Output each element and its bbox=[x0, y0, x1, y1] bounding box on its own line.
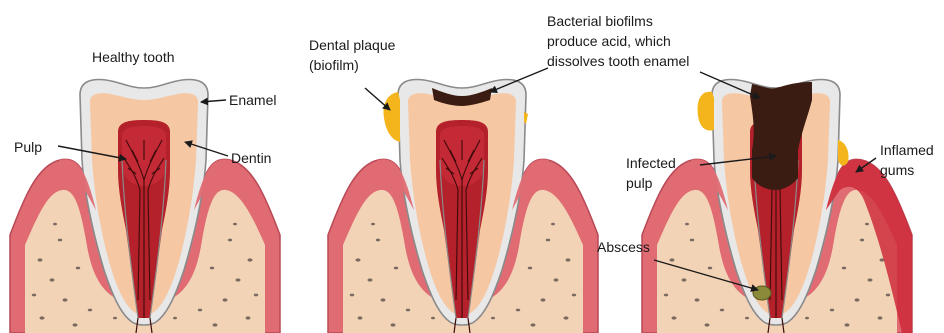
infected-tooth-illustration bbox=[642, 80, 912, 333]
abscess-pocket bbox=[753, 286, 771, 300]
label-pulp: Pulp bbox=[14, 139, 42, 155]
label-healthy-tooth: Healthy tooth bbox=[92, 49, 175, 65]
plaque-deposit-left bbox=[384, 92, 400, 142]
label-abscess: Abscess bbox=[597, 239, 650, 255]
plaque-tooth-illustration bbox=[328, 80, 598, 333]
label-infected-pulp-sub: pulp bbox=[626, 175, 653, 191]
label-dental-plaque: Dental plaque bbox=[309, 37, 396, 53]
label-inflamed-gums-sub: gums bbox=[880, 162, 914, 178]
label-infected-pulp: Infected bbox=[626, 155, 676, 171]
label-inflamed-gums: Inflamed bbox=[880, 142, 934, 158]
label-dental-plaque-sub: (biofilm) bbox=[309, 57, 359, 73]
label-biofilm-acid-1: Bacterial biofilms bbox=[547, 13, 653, 29]
label-enamel: Enamel bbox=[229, 92, 276, 108]
label-biofilm-acid-2: produce acid, which bbox=[547, 33, 671, 49]
label-dentin: Dentin bbox=[231, 150, 271, 166]
label-biofilm-acid-3: dissolves tooth enamel bbox=[547, 53, 689, 69]
healthy-tooth-illustration bbox=[10, 80, 280, 333]
